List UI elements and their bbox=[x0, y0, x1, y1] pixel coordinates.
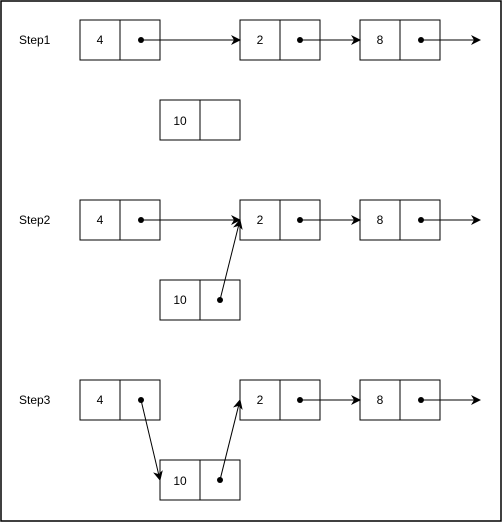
node-value: 8 bbox=[377, 393, 384, 407]
node-value: 8 bbox=[377, 213, 384, 227]
pointer-arrow-10-to-2 bbox=[219, 399, 243, 481]
pointer-arrow-10-to-2 bbox=[219, 219, 243, 301]
node-value: 2 bbox=[257, 393, 264, 407]
node-value: 4 bbox=[97, 393, 104, 407]
node-2: 2 bbox=[239, 379, 321, 421]
node-value: 10 bbox=[173, 474, 187, 488]
node-value: 2 bbox=[257, 213, 264, 227]
step-1-label: Step1 bbox=[19, 33, 51, 47]
node-value-cell bbox=[239, 199, 281, 241]
node-value: 4 bbox=[97, 33, 104, 47]
node-value-cell bbox=[79, 379, 121, 421]
step-3: Step3 4 2 8 10 bbox=[19, 379, 481, 501]
node-10: 10 bbox=[159, 99, 241, 141]
node-pointer-cell bbox=[199, 99, 241, 141]
node-10: 10 bbox=[159, 459, 241, 501]
step-2: Step2 4 2 8 10 bbox=[19, 199, 481, 321]
pointer-arrow-4-to-10 bbox=[140, 399, 163, 481]
node-pointer-cell bbox=[199, 459, 241, 501]
node-value-cell bbox=[159, 459, 201, 501]
node-2: 2 bbox=[239, 199, 321, 241]
node-value: 8 bbox=[377, 33, 384, 47]
node-value: 10 bbox=[173, 293, 187, 307]
node-10: 10 bbox=[159, 279, 241, 321]
step-1: Step1 4 2 8 10 bbox=[19, 19, 481, 141]
node-value: 10 bbox=[173, 114, 187, 128]
node-value: 2 bbox=[257, 33, 264, 47]
node-4: 4 bbox=[79, 379, 161, 421]
step-3-label: Step3 bbox=[19, 393, 51, 407]
node-value-cell bbox=[159, 99, 201, 141]
node-value: 4 bbox=[97, 213, 104, 227]
step-2-label: Step2 bbox=[19, 213, 51, 227]
